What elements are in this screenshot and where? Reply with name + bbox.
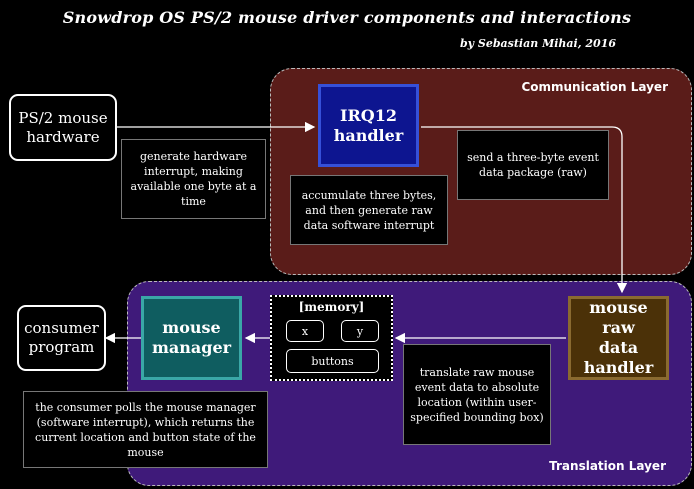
- translation-layer-label: Translation Layer: [549, 459, 666, 473]
- mgr-label-line2: manager: [151, 338, 232, 357]
- arrow-irq-to-raw-handler: [421, 126, 628, 294]
- irq-label-line1: IRQ12: [340, 105, 397, 125]
- memory-block: [memory] x y buttons: [270, 295, 393, 381]
- consumer-label-line1: consumer: [24, 319, 99, 337]
- communication-layer-label: Communication Layer: [521, 80, 668, 94]
- note-consumer-polls: the consumer polls the mouse manager (so…: [23, 391, 268, 468]
- consumer-program-node: consumer program: [17, 305, 106, 371]
- irq-label-line2: handler: [333, 125, 404, 145]
- mrd-label-line1: mouse raw: [589, 298, 648, 337]
- memory-cell-buttons: buttons: [286, 349, 379, 373]
- mouse-raw-data-handler-node: mouse raw data handler: [568, 296, 669, 380]
- mgr-label-line1: mouse: [162, 318, 221, 337]
- memory-title: [memory]: [298, 300, 365, 314]
- memory-cell-y: y: [341, 320, 379, 342]
- ps2-mouse-hardware-node: PS/2 mouse hardware: [9, 94, 117, 161]
- diagram-title: Snowdrop OS PS/2 mouse driver components…: [62, 8, 632, 27]
- note-hardware-interrupt: generate hardware interrupt, making avai…: [121, 139, 266, 219]
- ps2-label-line2: hardware: [26, 127, 100, 146]
- mrd-label-line2: data handler: [583, 338, 654, 377]
- mouse-manager-node: mouse manager: [141, 296, 242, 380]
- ps2-label-line1: PS/2 mouse: [18, 108, 108, 127]
- diagram-subtitle: by Sebastian Mihai, 2016: [459, 37, 616, 50]
- irq12-handler-node: IRQ12 handler: [318, 84, 419, 167]
- consumer-label-line2: program: [28, 338, 95, 356]
- note-translate: translate raw mouse event data to absolu…: [403, 344, 551, 445]
- note-accumulate-bytes: accumulate three bytes, and then generat…: [290, 175, 448, 245]
- memory-cell-x: x: [286, 320, 324, 342]
- note-send-package: send a three-byte event data package (ra…: [457, 130, 609, 200]
